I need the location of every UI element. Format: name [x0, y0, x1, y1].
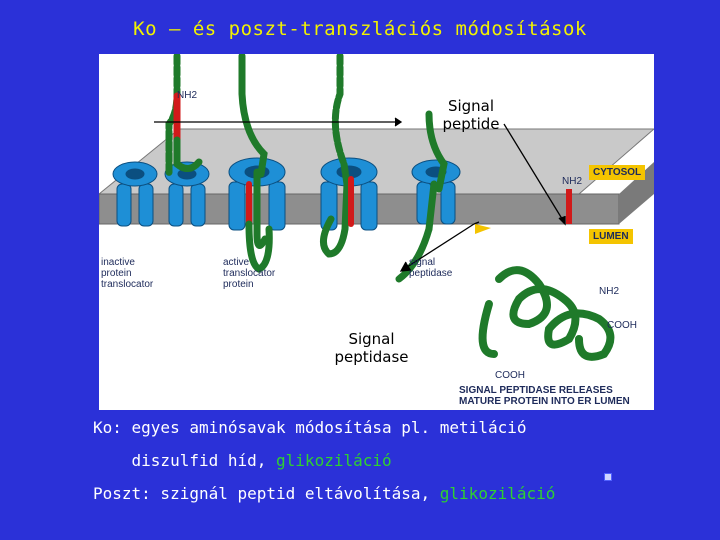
label-signal-peptidase: Signal peptidase	[324, 330, 419, 366]
label-nh2-right: NH2	[562, 176, 582, 187]
text-line-2: diszulfid híd, glikoziláció	[93, 451, 392, 470]
label-nh2-top: NH2	[177, 90, 197, 101]
label-cytosol: CYTOSOL	[589, 165, 645, 180]
text-line-2-prefix: diszulfid híd,	[93, 451, 276, 470]
label-cooh-bottom: COOH	[495, 370, 525, 381]
text-line-3: Poszt: szignál peptid eltávolítása, glik…	[93, 484, 555, 503]
text-line-1: Ko: egyes aminósavak módosítása pl. meti…	[93, 418, 526, 437]
label-lumen: LUMEN	[589, 229, 633, 244]
label-inactive-translocator: inactive protein translocator	[101, 257, 153, 290]
label-signal-peptidase-small: signal peptidase	[409, 257, 452, 279]
translocation-diagram: NH2 Signal peptide CYTOSOL LUMEN NH2 NH2…	[99, 54, 654, 410]
label-signal-peptide: Signal peptide	[431, 97, 511, 133]
label-nh2-lower: NH2	[599, 286, 619, 297]
mouse-cursor	[604, 473, 612, 481]
page-title: Ko – és poszt-transzlációs módosítások	[0, 18, 720, 40]
text-line-3-prefix: Poszt: szignál peptid eltávolítása,	[93, 484, 440, 503]
label-cooh-right: COOH	[607, 320, 637, 331]
diagram-caption: SIGNAL PEPTIDASE RELEASES MATURE PROTEIN…	[459, 385, 649, 407]
mature-protein	[483, 270, 611, 357]
text-line-3-highlight: glikoziláció	[440, 484, 556, 503]
peptidase-marker	[475, 224, 491, 234]
text-line-2-highlight: glikoziláció	[276, 451, 392, 470]
label-active-translocator: active translocator protein	[223, 257, 275, 290]
